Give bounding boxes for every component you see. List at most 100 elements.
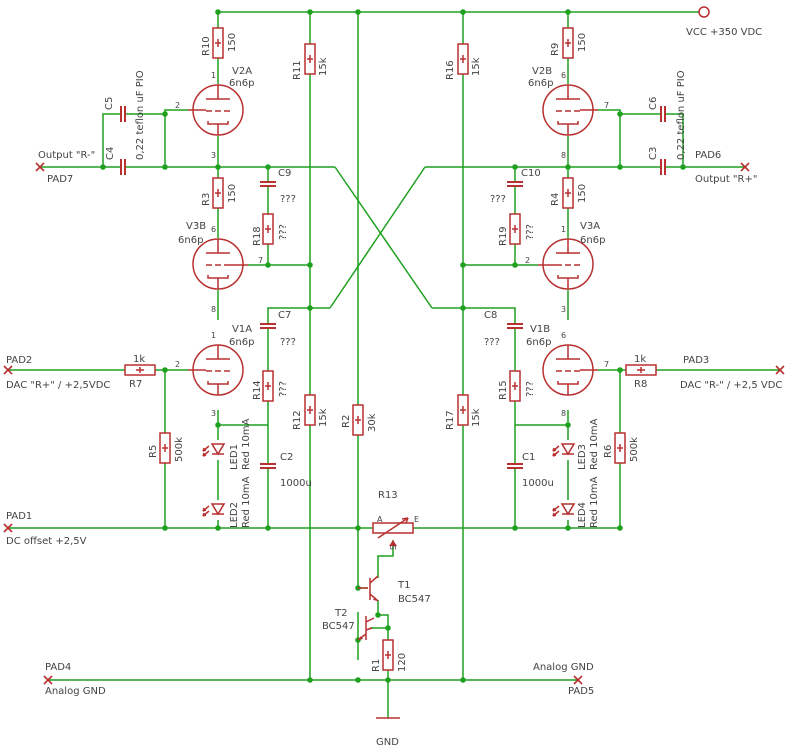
t2-value: BC547 [322,621,355,632]
r14-value: ??? [278,381,289,397]
resistor-r9 [562,27,574,59]
v1b-pin7: 7 [604,360,609,369]
r5-label: R5 [148,445,159,458]
v1a-label: V1A [232,324,252,335]
r12-value: 15k [318,408,329,427]
r18-value: ??? [278,224,289,240]
capacitor-c3 [652,158,674,176]
t1-value: BC547 [398,594,431,605]
transistor-t1 [358,575,379,602]
r9-value: 150 [577,33,588,52]
c2-label: C2 [280,452,293,463]
v1b-label: V1B [530,324,550,335]
tube-v1b [542,344,598,396]
resistor-r2 [352,404,364,436]
r5-value: 500k [174,437,185,462]
resistor-r14 [262,370,274,402]
v1a-pin1: 1 [211,331,216,340]
pad6-label: PAD6 [695,150,721,161]
capacitor-c5 [112,105,134,123]
r4-label: R4 [550,193,561,206]
labels: VCC +350 VDC GND R10 150 R9 150 R11 15k … [6,27,782,747]
r4-value: 150 [577,184,588,203]
r15-value: ??? [525,381,536,397]
vcc-terminal [698,6,710,18]
r16-label: R16 [445,60,456,80]
r16-value: 15k [471,57,482,76]
c9-value: ??? [280,194,296,205]
r6-label: R6 [603,445,614,458]
v3a-label: V3A [580,221,600,232]
resistor-r1 [382,639,394,671]
c4-c5-value: 0,22 teflon uF PIO [135,70,146,160]
c7-value: ??? [280,337,296,348]
resistor-r8 [625,364,657,376]
tube-v3b [192,238,248,290]
v2a-type: 6n6p [229,78,254,89]
r17-value: 15k [471,408,482,427]
led4-label: LED4 [577,502,588,528]
c9-label: C9 [278,168,291,179]
r3-label: R3 [201,193,212,206]
v3a-pin3: 3 [561,305,566,314]
r1-label: R1 [371,659,382,672]
v3b-pin8: 8 [211,305,216,314]
r19-value: ??? [525,224,536,240]
resistor-r5 [159,432,171,464]
c6-label: C6 [648,97,659,110]
v3b-type: 6n6p [178,235,203,246]
resistor-r19 [509,213,521,245]
c7-label: C7 [278,310,291,321]
resistor-r4 [562,177,574,209]
vcc-label: VCC +350 VDC [686,27,762,38]
v3b-pin6: 6 [211,225,216,234]
v2b-pin6: 6 [561,71,566,80]
led-led2 [202,503,225,517]
v2a-pin3: 3 [211,151,216,160]
resistor-r17 [457,394,469,426]
led3-label: LED3 [577,444,588,470]
led1-label: LED1 [229,444,240,470]
pad1-label: PAD1 [6,511,32,522]
t2-label: T2 [334,608,347,619]
c5-label: C5 [104,97,115,110]
r17-label: R17 [445,410,456,430]
resistor-r7 [124,364,156,376]
pad6-desc: Output "R+" [695,174,757,185]
resistor-r6 [614,432,626,464]
v2b-pin8: 8 [561,151,566,160]
r1-value: 120 [397,653,408,672]
v2b-type: 6n6p [528,78,553,89]
transistor-t2 [357,616,375,641]
r11-value: 15k [318,57,329,76]
led3-value: Red 10mA [589,418,600,470]
resistor-r11 [304,43,316,75]
r2-value: 30k [367,413,378,432]
pad4-label: PAD4 [45,662,71,673]
wires [8,11,780,718]
capacitor-c9 [259,173,277,195]
c10-label: C10 [521,168,541,179]
tube-v3a [538,238,594,290]
v1b-pin6: 6 [561,331,566,340]
r14-label: R14 [252,380,263,400]
v2b-pin7: 7 [604,101,609,110]
resistor-r18 [262,213,274,245]
pad2-label: PAD2 [6,355,32,366]
resistor-r3 [212,177,224,209]
c10-value: ??? [490,194,506,205]
capacitor-c4 [112,158,134,176]
c8-value: ??? [484,337,500,348]
c2-value: 1000u [280,478,312,489]
led2-value: Red 10mA [241,476,252,528]
r6-value: 500k [629,437,640,462]
r18-label: R18 [252,226,263,246]
v3a-pin2: 2 [525,256,530,265]
led2-label: LED2 [229,502,240,528]
r10-label: R10 [201,36,212,56]
c1-value: 1000u [522,478,554,489]
r13-pin-s: S [389,545,398,550]
gnd-label: GND [376,737,399,747]
r10-value: 150 [227,33,238,52]
